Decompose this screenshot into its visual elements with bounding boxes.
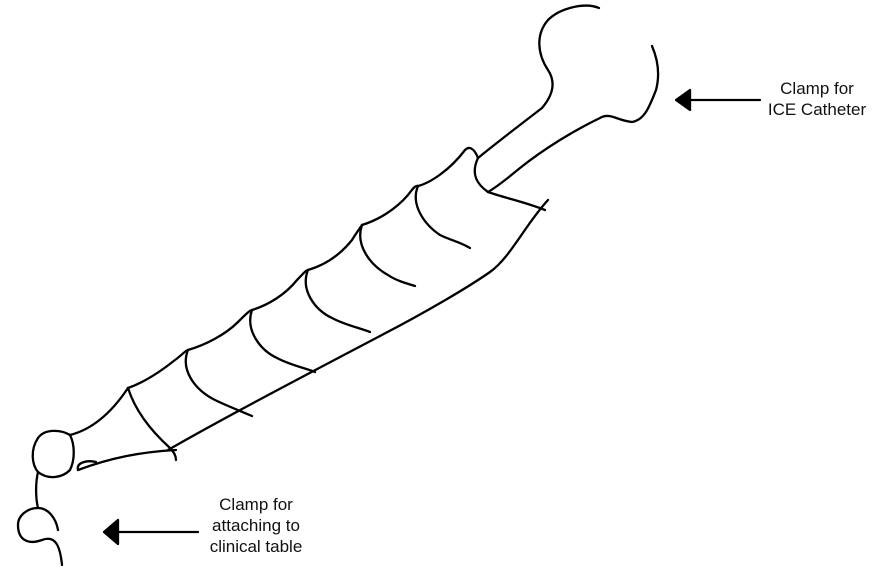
label-line: attaching to <box>188 515 324 536</box>
arrow-to-ice-clamp <box>676 90 760 110</box>
table-clamp-label: Clamp for attaching to clinical table <box>188 494 324 557</box>
arm-segments <box>128 148 545 460</box>
label-line: ICE Catheter <box>752 99 882 120</box>
ice-catheter-clamp <box>478 6 658 192</box>
arm-lower-rail <box>78 200 548 470</box>
arrow-to-table-clamp <box>104 520 198 544</box>
label-line: clinical table <box>188 536 324 557</box>
label-line: Clamp for <box>752 78 882 99</box>
ice-catheter-clamp-label: Clamp for ICE Catheter <box>752 78 882 120</box>
label-line: Clamp for <box>188 494 324 515</box>
